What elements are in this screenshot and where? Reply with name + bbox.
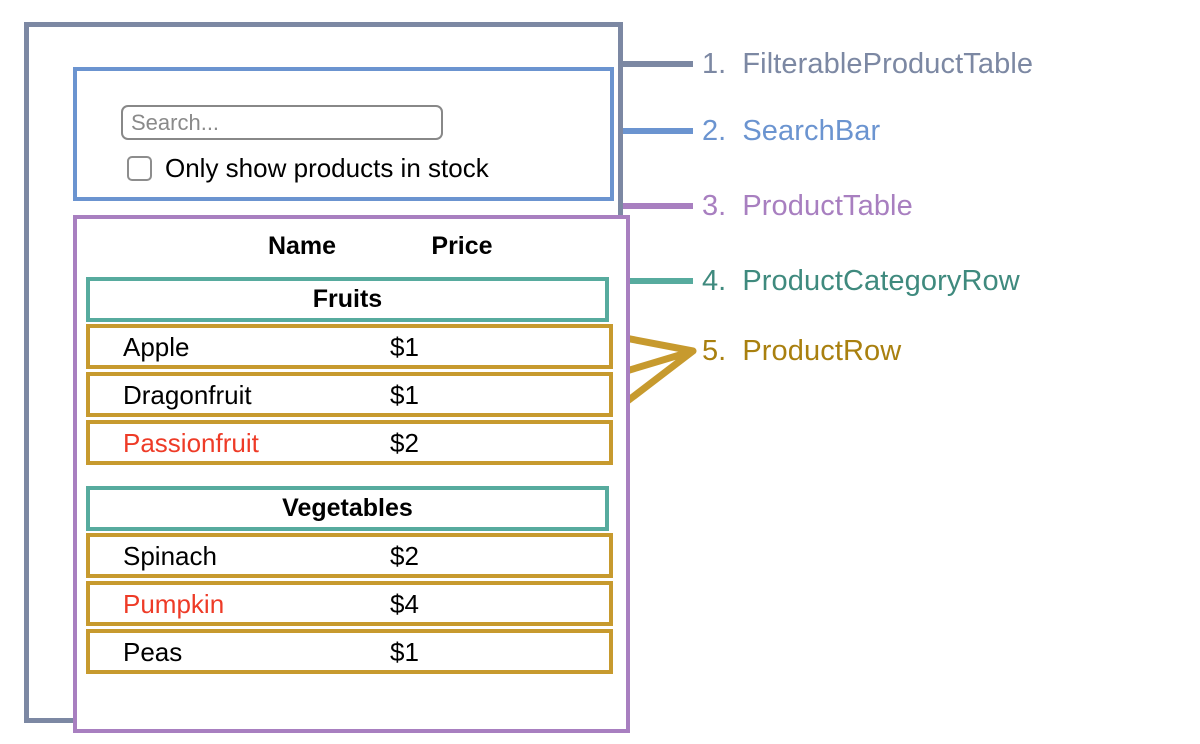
filterable-product-table-frame: Only show products in stock Name Price F… (24, 22, 630, 733)
legend-item-product-category-row: 4. ProductCategoryRow (702, 267, 1020, 296)
product-row: Dragonfruit $1 (86, 372, 613, 417)
product-name: Pumpkin (123, 588, 225, 619)
product-price: $1 (390, 331, 419, 362)
legend-text: ProductCategoryRow (742, 265, 1020, 297)
product-price: $1 (390, 379, 419, 410)
product-name: Peas (123, 636, 183, 667)
product-row: Spinach $2 (86, 533, 613, 578)
legend-text: ProductRow (742, 335, 902, 367)
column-header-name: Name (267, 231, 337, 260)
product-name: Apple (123, 331, 190, 362)
search-input[interactable] (121, 105, 443, 140)
product-price: $2 (390, 427, 419, 458)
product-table-header-row: Name Price (77, 225, 626, 267)
product-name: Passionfruit (123, 427, 259, 458)
product-category-row: Vegetables (86, 486, 609, 531)
legend-item-search-bar: 2. SearchBar (702, 117, 880, 146)
product-row: Peas $1 (86, 629, 613, 674)
legend-text: FilterableProductTable (742, 48, 1034, 80)
product-table-frame: Name Price Fruits Apple $1 Dragonfruit $… (73, 215, 630, 733)
legend-item-product-row: 5. ProductRow (702, 337, 901, 366)
product-category-row: Fruits (86, 277, 609, 322)
product-price: $4 (390, 588, 419, 619)
product-price: $2 (390, 540, 419, 571)
product-name: Dragonfruit (123, 379, 252, 410)
legend-number: 1. (702, 48, 727, 80)
search-bar-frame: Only show products in stock (73, 67, 614, 201)
legend-number: 3. (702, 190, 727, 222)
legend-item-filterable-product-table: 1. FilterableProductTable (702, 50, 1033, 79)
product-rows-area: Fruits Apple $1 Dragonfruit $1 Passionfr… (86, 277, 613, 674)
product-name: Spinach (123, 540, 217, 571)
legend-number: 4. (702, 265, 727, 297)
product-row: Pumpkin $4 (86, 581, 613, 626)
legend-text: ProductTable (742, 190, 913, 222)
legend-number: 5. (702, 335, 727, 367)
in-stock-filter[interactable]: Only show products in stock (127, 155, 489, 181)
in-stock-checkbox[interactable] (127, 155, 152, 181)
column-header-price: Price (431, 231, 493, 260)
product-price: $1 (390, 636, 419, 667)
product-row: Passionfruit $2 (86, 420, 613, 465)
product-row: Apple $1 (86, 324, 613, 369)
section-gap (86, 465, 613, 486)
legend-item-product-table: 3. ProductTable (702, 192, 913, 221)
legend-text: SearchBar (742, 115, 881, 147)
legend-number: 2. (702, 115, 727, 147)
in-stock-checkbox-label: Only show products in stock (165, 153, 489, 183)
